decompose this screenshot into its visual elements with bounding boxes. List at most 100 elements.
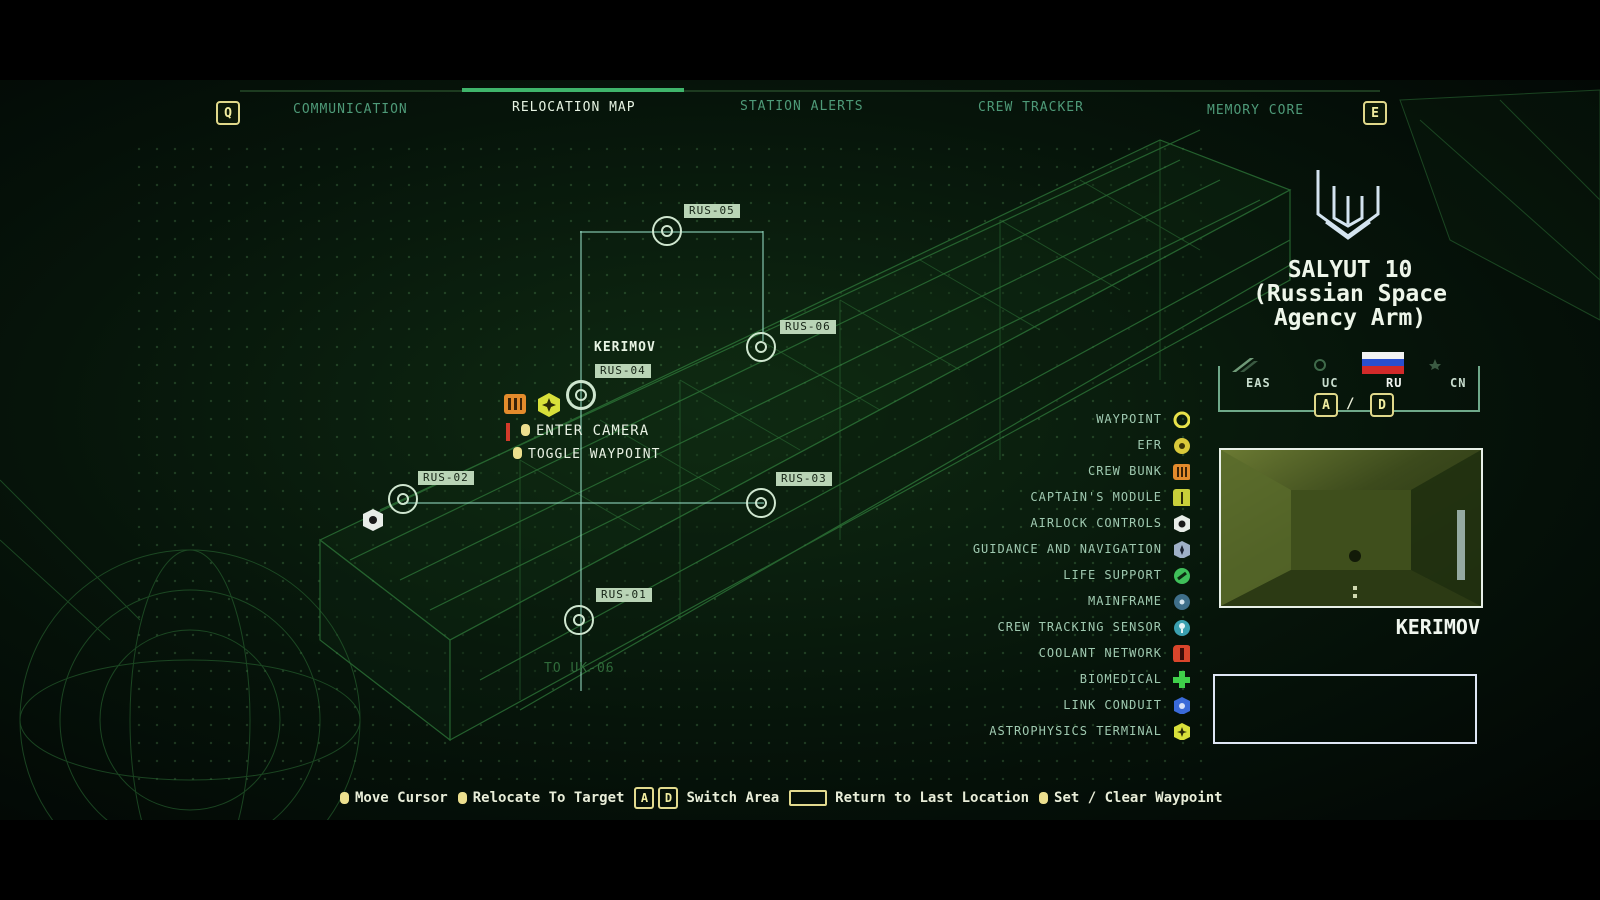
area-tab-ru[interactable]: RU — [1386, 376, 1403, 390]
spacebar-key-icon — [789, 790, 828, 806]
tab-relocation-map[interactable]: RELOCATION MAP — [512, 100, 636, 115]
node-dot — [661, 225, 673, 237]
hint-label: Set / Clear Waypoint — [1054, 790, 1223, 806]
prev-tab-key[interactable]: Q — [216, 101, 240, 125]
legend-item-crew-bunk: CREW BUNK — [1088, 462, 1190, 480]
legend-item-coolant-network: COOLANT NETWORK — [1039, 644, 1190, 662]
node-rus-02[interactable] — [388, 484, 418, 514]
station-title-line2: (Russian Space — [1253, 281, 1447, 307]
legend-label: CREW BUNK — [1087, 464, 1162, 478]
mouse-move-icon — [340, 792, 349, 804]
route-line-vertical — [580, 231, 582, 691]
node-label-rus-06: RUS-06 — [780, 320, 836, 334]
node-label-rus-01: RUS-01 — [596, 588, 652, 602]
legend-item-life-support: LIFE SUPPORT — [1063, 566, 1190, 584]
tab-active-indicator — [462, 88, 684, 92]
tab-station-alerts[interactable]: STATION ALERTS — [740, 99, 864, 114]
link-conduit-icon — [1174, 697, 1190, 714]
hint-move-cursor: Move Cursor — [340, 790, 448, 806]
biomedical-cross-icon — [1173, 671, 1190, 688]
area-tab-uc[interactable]: UC — [1322, 376, 1339, 390]
hint-switch-area: A D Switch Area — [634, 787, 779, 809]
legend-label: EFR — [1137, 438, 1162, 452]
exit-label-uk-06: TO UK-06 — [544, 661, 615, 676]
waypoint-ring-icon — [1173, 411, 1190, 428]
efr-gear-icon — [1174, 438, 1190, 454]
legend-item-captains-module: CAPTAIN'S MODULE — [1030, 488, 1190, 506]
node-rus-04-selected[interactable] — [566, 380, 596, 410]
player-name-label: KERIMOV — [594, 340, 656, 355]
mainframe-icon — [1174, 594, 1190, 610]
ru-flag-icon — [1362, 352, 1404, 374]
legend-label: ASTROPHYSICS TERMINAL — [989, 724, 1162, 738]
node-dot — [573, 614, 585, 626]
salyut-emblem-icon — [1316, 170, 1380, 240]
legend-label: BIOMEDICAL — [1079, 672, 1162, 686]
node-label-rus-04: RUS-04 — [595, 364, 651, 378]
node-rus-05[interactable] — [652, 216, 682, 246]
cn-flag-icon — [1429, 359, 1441, 370]
node-rus-06[interactable] — [746, 332, 776, 362]
camera-feed-image — [1221, 450, 1481, 606]
tab-track — [240, 90, 1380, 92]
map-legend: WAYPOINT EFR CREW BUNK CAPTAIN'S MODULE … — [900, 410, 1190, 740]
legend-item-astrophysics-terminal: ASTROPHYSICS TERMINAL — [989, 722, 1190, 740]
hint-set-clear-waypoint: Set / Clear Waypoint — [1039, 790, 1223, 806]
controls-hint-bar: Move Cursor Relocate To Target A D Switc… — [340, 786, 1233, 810]
area-prev-key[interactable]: A — [1314, 393, 1338, 417]
tab-communication[interactable]: COMMUNICATION — [293, 102, 408, 117]
legend-label: CREW TRACKING SENSOR — [997, 620, 1162, 634]
enter-camera-option[interactable]: ENTER CAMERA — [521, 423, 649, 439]
area-tab-eas[interactable]: EAS — [1246, 376, 1271, 390]
node-label-rus-05: RUS-05 — [684, 204, 740, 218]
camera-preview[interactable] — [1219, 448, 1483, 608]
node-rus-03[interactable] — [746, 488, 776, 518]
legend-item-biomedical: BIOMEDICAL — [1080, 670, 1190, 688]
node-dot — [755, 497, 767, 509]
relocation-map-screen: Q COMMUNICATION RELOCATION MAP STATION A… — [0, 80, 1600, 820]
area-next-key[interactable]: D — [1370, 393, 1394, 417]
tab-crew-tracker[interactable]: CREW TRACKER — [978, 100, 1084, 115]
hint-label: Return to Last Location — [835, 790, 1030, 806]
crew-bunk-icon — [1173, 464, 1190, 480]
route-line-right — [762, 231, 764, 341]
station-title-line1: SALYUT 10 — [1287, 257, 1413, 283]
mouse-left-click-icon — [457, 792, 467, 804]
legend-item-airlock-controls: AIRLOCK CONTROLS — [1030, 514, 1190, 532]
station-title-line3: Agency Arm) — [1273, 305, 1427, 331]
crew-tracking-pin-icon — [1174, 620, 1190, 636]
node-dot — [575, 389, 587, 401]
tab-memory-core[interactable]: MEMORY CORE — [1207, 103, 1305, 118]
toggle-waypoint-option[interactable]: TOGGLE WAYPOINT — [513, 447, 660, 462]
hint-relocate: Relocate To Target — [457, 790, 625, 806]
hint-label: Move Cursor — [355, 790, 448, 806]
mouse-right-click-icon — [1039, 792, 1049, 804]
node-label-rus-03: RUS-03 — [776, 472, 832, 486]
legend-label: LIFE SUPPORT — [1063, 568, 1162, 582]
coolant-network-icon — [1173, 645, 1190, 662]
map-grid — [130, 140, 1210, 780]
hint-label: Relocate To Target — [472, 790, 625, 806]
eas-flag-icon — [1232, 358, 1258, 372]
route-line-horizontal — [404, 502, 764, 504]
airlock-hex-icon — [1174, 515, 1190, 532]
context-menu-accent — [506, 423, 510, 441]
astrophysics-terminal-map-icon[interactable] — [536, 392, 562, 418]
legend-label: LINK CONDUIT — [1063, 698, 1162, 712]
legend-label: WAYPOINT — [1096, 412, 1162, 426]
airlock-controls-map-icon[interactable] — [362, 508, 384, 532]
astrophysics-star-icon — [1174, 723, 1190, 740]
hint-return-last: Return to Last Location — [789, 790, 1029, 806]
legend-item-waypoint: WAYPOINT — [1096, 410, 1190, 428]
key-d: D — [658, 787, 679, 809]
next-tab-key[interactable]: E — [1363, 101, 1387, 125]
node-dot — [397, 493, 409, 505]
node-rus-01[interactable] — [564, 605, 594, 635]
crew-bunk-map-icon[interactable] — [503, 393, 527, 415]
camera-feed-name: KERIMOV — [1395, 615, 1480, 639]
mouse-right-icon — [513, 447, 522, 459]
legend-item-link-conduit: LINK CONDUIT — [1063, 696, 1190, 714]
enter-camera-label: ENTER CAMERA — [536, 423, 650, 439]
legend-label: GUIDANCE AND NAVIGATION — [972, 542, 1162, 556]
area-tab-cn[interactable]: CN — [1450, 376, 1467, 390]
